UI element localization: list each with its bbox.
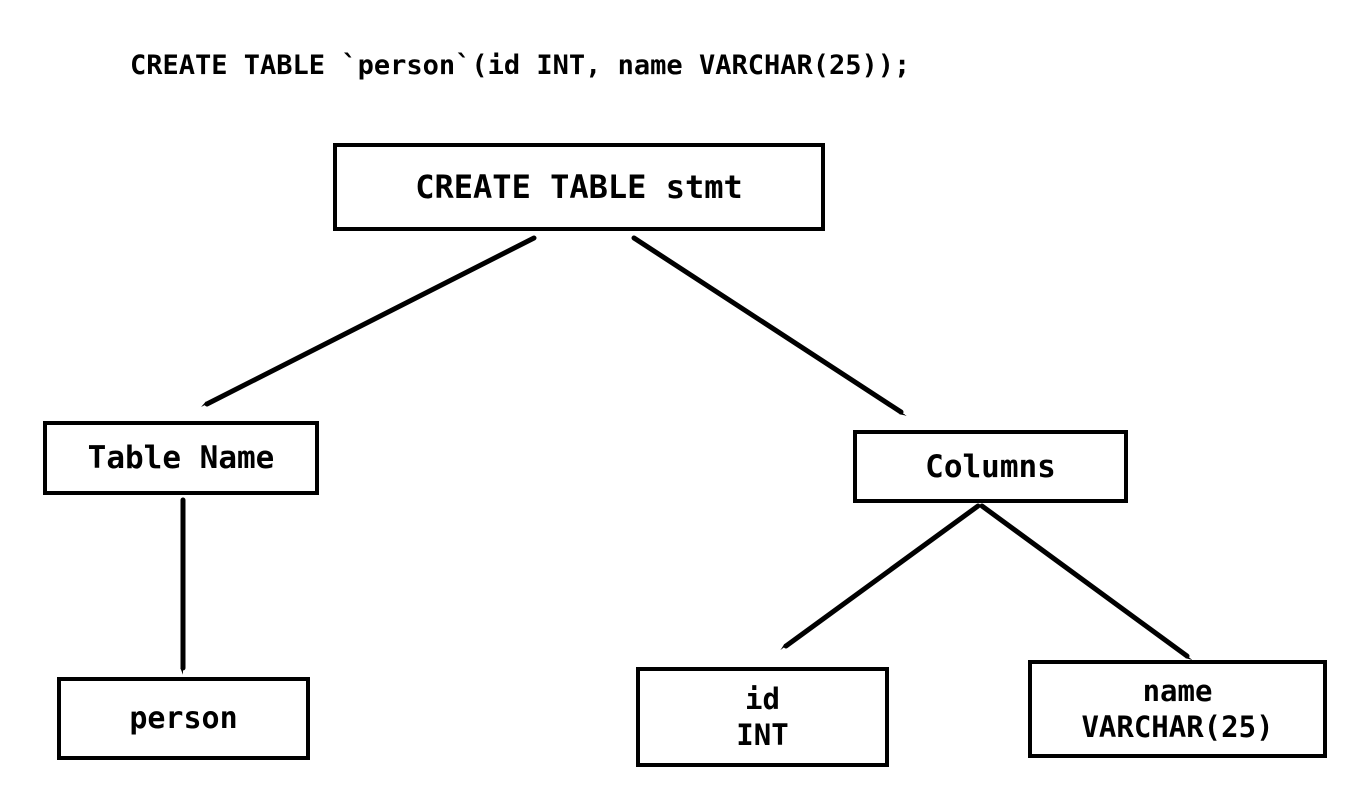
tree-node-label: Columns bbox=[925, 448, 1056, 485]
edge-columns-to-name bbox=[979, 503, 1187, 656]
tree-node-columns: Columns bbox=[853, 430, 1128, 503]
tree-node-name-varchar: name VARCHAR(25) bbox=[1028, 660, 1327, 758]
tree-node-id-int: id INT bbox=[636, 667, 889, 767]
tree-node-label: CREATE TABLE stmt bbox=[415, 168, 743, 206]
tree-node-label-line1: id bbox=[745, 682, 780, 716]
tree-node-person: person bbox=[57, 677, 310, 760]
tree-node-label-line1: name bbox=[1142, 674, 1213, 708]
tree-node-create-table-stmt: CREATE TABLE stmt bbox=[333, 143, 825, 231]
tree-node-label-line2: INT bbox=[736, 718, 789, 752]
edge-root-to-table-name bbox=[207, 235, 537, 404]
sql-statement-text: CREATE TABLE `person`(id INT, name VARCH… bbox=[130, 50, 911, 81]
tree-node-table-name: Table Name bbox=[43, 421, 319, 495]
tree-node-label-line2: VARCHAR(25) bbox=[1081, 710, 1274, 744]
tree-node-label: person bbox=[129, 700, 238, 736]
edge-columns-to-id bbox=[786, 503, 981, 646]
edge-root-to-columns bbox=[631, 235, 901, 412]
tree-node-label: Table Name bbox=[87, 440, 275, 476]
